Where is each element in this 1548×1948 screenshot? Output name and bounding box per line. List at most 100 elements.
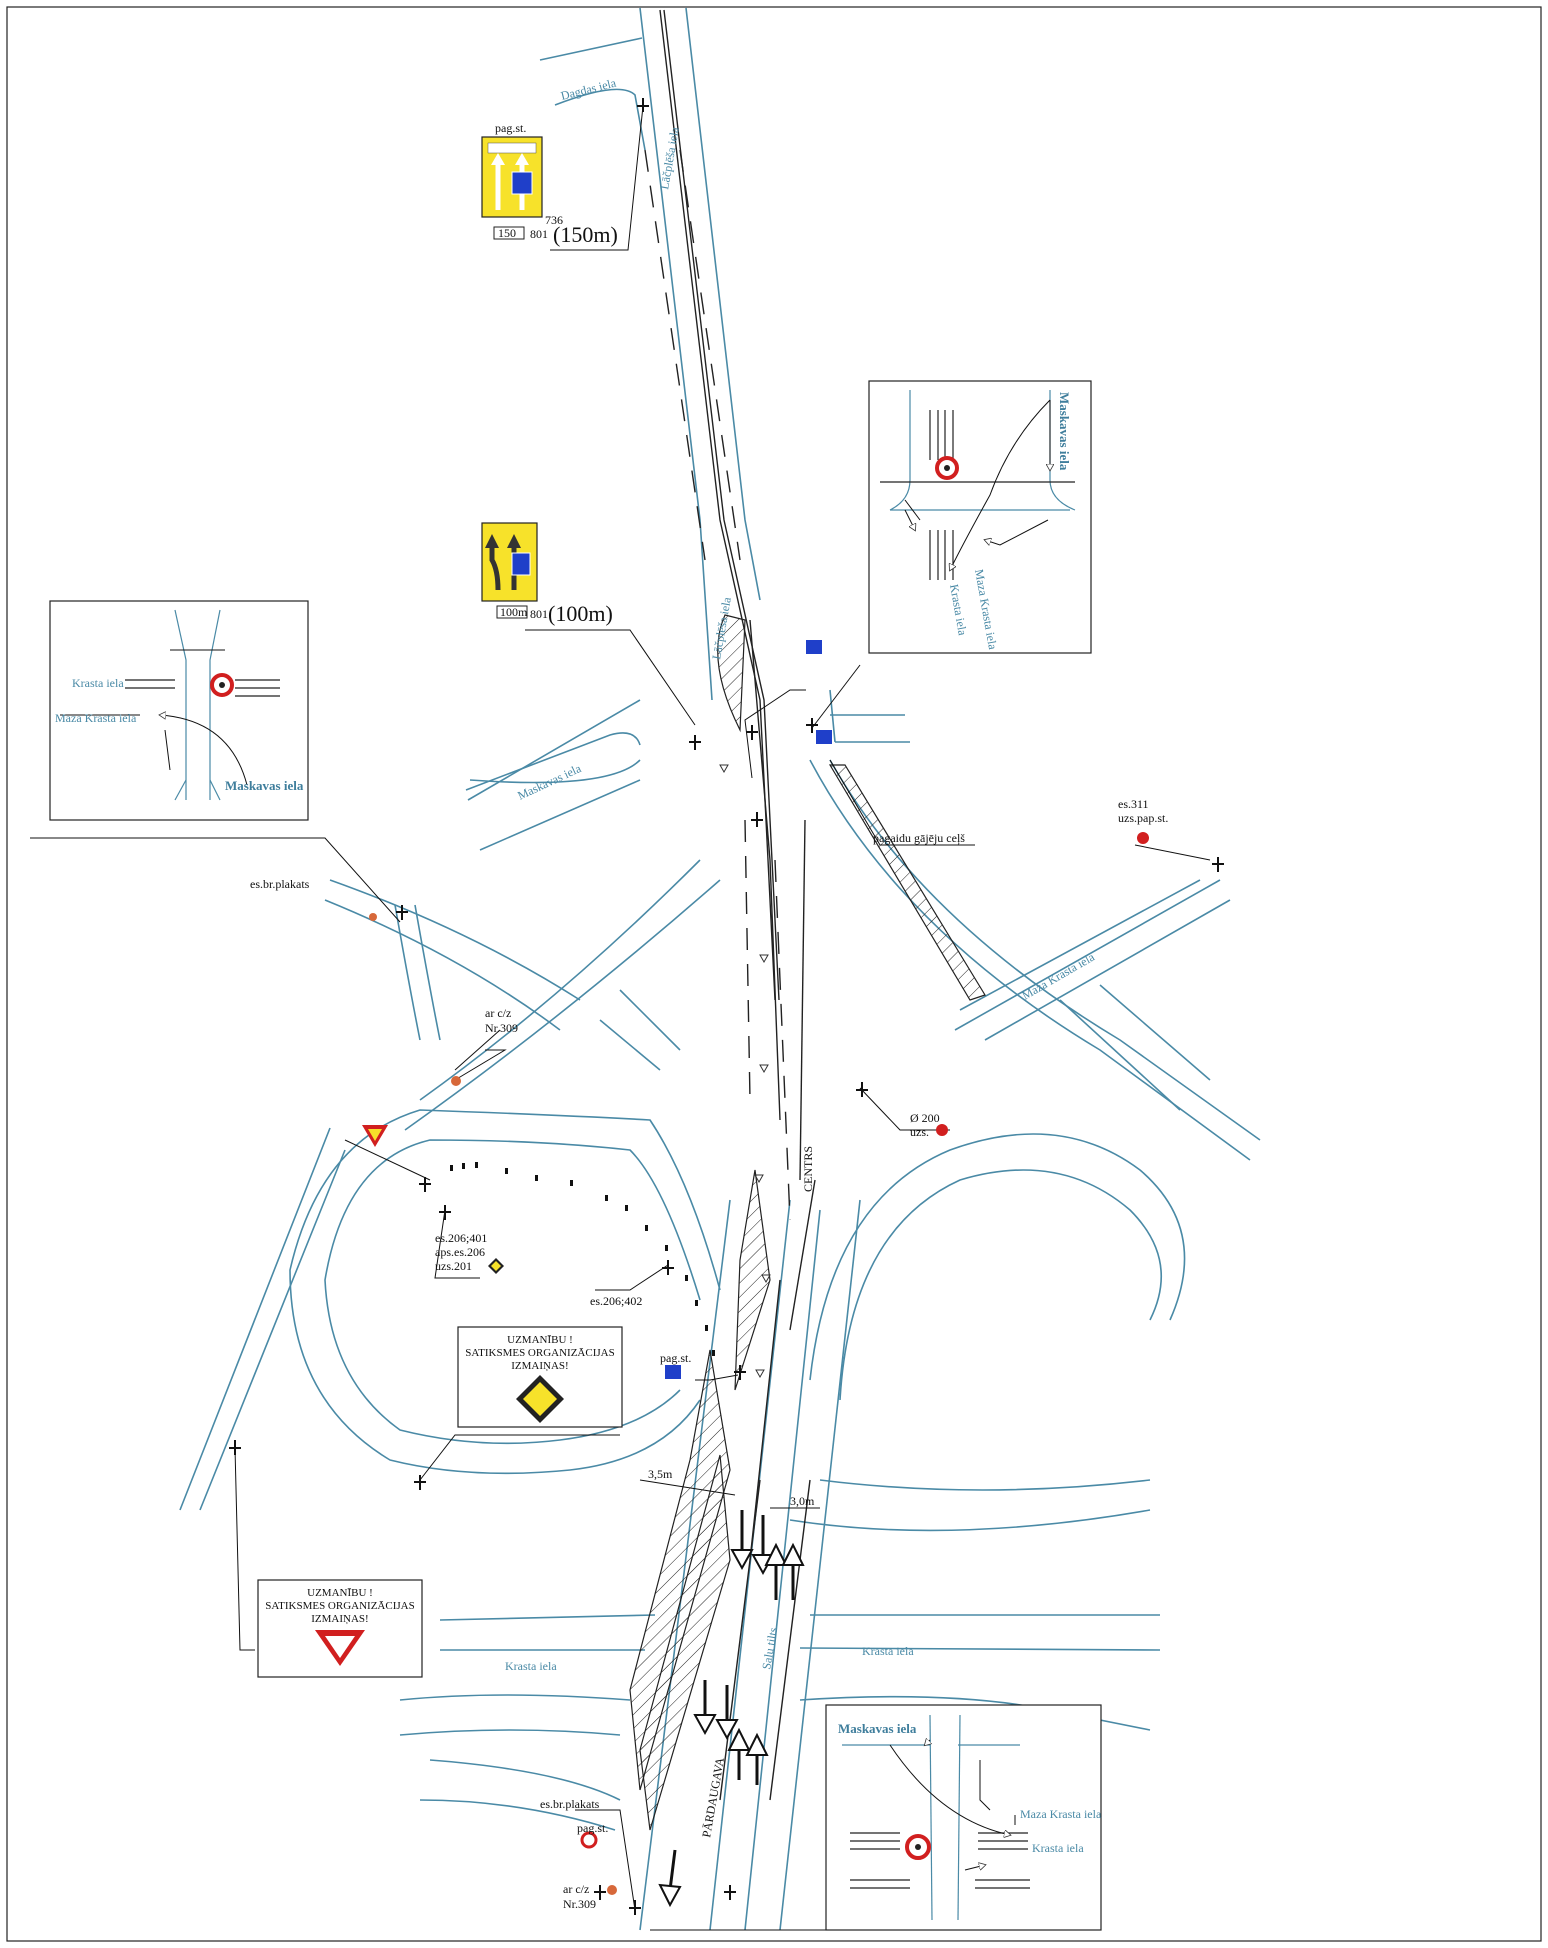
label-salu-tilts: Salu tilts xyxy=(759,1626,780,1670)
note-pagst-top: pag.st. xyxy=(495,121,526,135)
leader-lines xyxy=(30,105,1211,1931)
post-13 xyxy=(229,1440,241,1455)
yield-markings xyxy=(719,764,771,1379)
note-es206-402: es.206;402 xyxy=(590,1294,642,1308)
warning1-line2: SATIKSMES ORGANIZĀCIJAS xyxy=(465,1347,614,1359)
post-marker-orange-2 xyxy=(451,1076,461,1086)
arrow-down-5 xyxy=(658,1849,682,1908)
post-12 xyxy=(414,1475,426,1490)
warning2-line2: SATIKSMES ORGANIZĀCIJAS xyxy=(265,1600,414,1612)
note-ar-cz-bottom-2: Nr.309 xyxy=(563,1897,596,1911)
plate-150 xyxy=(493,226,525,240)
post-marker-orange xyxy=(369,913,377,921)
road-network xyxy=(179,7,1261,1931)
note-pagst-mid: pag.st. xyxy=(660,1351,691,1365)
post-5 xyxy=(1212,857,1224,872)
post-9 xyxy=(439,1205,451,1220)
note-pagaidu: pagaidu gājēju ceļš xyxy=(873,831,965,845)
pedestrian-crossing-sign xyxy=(665,1365,681,1379)
label-krasta-right: Krasta iela xyxy=(862,1644,914,1658)
post-7 xyxy=(856,1082,868,1097)
note-uzs: uzs. xyxy=(910,1125,929,1139)
arrow-up-4 xyxy=(745,1732,769,1785)
lane-markings xyxy=(644,9,816,1801)
note-dim-30: 3,0m xyxy=(790,1494,815,1508)
note-100m: (100m) xyxy=(548,601,613,626)
note-801a: 801 xyxy=(530,227,548,241)
lane-arrows xyxy=(658,764,805,1908)
inset-left-krasta: Krasta iela xyxy=(72,676,124,690)
post-10 xyxy=(662,1260,674,1275)
note-736: 736 xyxy=(545,213,563,227)
arrow-down-4 xyxy=(715,1685,739,1741)
page-frame xyxy=(6,6,1542,1942)
note-es-br-plakats-left: es.br.plakats xyxy=(250,877,310,891)
inset-tr-no-overtake-sign xyxy=(935,456,959,480)
note-100-plate: 100m xyxy=(500,605,528,619)
label-pardaugava: PĀRDAUGAVA xyxy=(699,1756,727,1838)
inset-br-krasta: Krasta iela xyxy=(1032,1841,1084,1855)
inset-left-maskavas: Maskavas iela xyxy=(225,778,304,793)
note-o200: Ø 200 xyxy=(910,1111,940,1125)
post-6 xyxy=(396,905,408,920)
inset-left-no-pedestrian-sign xyxy=(210,673,234,697)
note-801b: 801 xyxy=(530,607,548,621)
note-ar-cz-left-1: ar c/z xyxy=(485,1006,511,1020)
inset-left-maza-krasta: Maza Krasta iela xyxy=(55,711,137,725)
blue-sign-1 xyxy=(806,640,822,654)
dotted-markers xyxy=(450,1162,715,1356)
inset-br-maskavas: Maskavas iela xyxy=(838,1721,917,1736)
label-lacplesa-top: Lāčplēša iela xyxy=(657,125,682,190)
arrow-down-3 xyxy=(693,1680,717,1736)
note-es311: es.311 xyxy=(1118,797,1149,811)
post-16 xyxy=(594,1885,606,1900)
note-es206-401: es.206;401 xyxy=(435,1231,487,1245)
warning2-line1: UZMANĪBU ! xyxy=(307,1587,373,1599)
note-150-plate: 150 xyxy=(498,226,516,240)
yield-sign-small xyxy=(362,1125,388,1147)
warning1-line1: UZMANĪBU ! xyxy=(507,1334,573,1346)
post-2 xyxy=(746,725,758,740)
lane-direction-sign-150m xyxy=(481,136,543,218)
arrow-up-3 xyxy=(727,1727,751,1780)
inset-tr-maskavas: Maskavas iela xyxy=(1057,392,1072,471)
note-dim-35: 3,5m xyxy=(648,1467,673,1481)
label-dagdas: Dagdas iela xyxy=(559,76,618,103)
arrow-up-1 xyxy=(764,1542,788,1600)
note-uzs201: uzs.201 xyxy=(435,1259,472,1273)
plate-100m xyxy=(496,605,528,619)
note-pagst-bottom: pag.st. xyxy=(577,1821,608,1835)
no-entry-sign-small xyxy=(1137,832,1149,844)
inset-top-right: Maskavas iela Krasta iela Maza Krasta ie… xyxy=(868,380,1092,654)
inset-br-maza-krasta: Maza Krasta iela xyxy=(1020,1807,1102,1821)
inset-bottom-right: Maskavas iela Maza Krasta iela Krasta ie… xyxy=(825,1704,1102,1931)
post-11 xyxy=(734,1365,746,1380)
arrow-down-1 xyxy=(730,1510,754,1571)
note-ar-cz-left-2: Nr.309 xyxy=(485,1021,518,1035)
arrow-up-2 xyxy=(781,1542,805,1600)
post-4 xyxy=(751,812,763,827)
post-1 xyxy=(689,735,701,750)
priority-road-sign-small xyxy=(488,1258,504,1274)
post-14 xyxy=(629,1900,641,1915)
post-3 xyxy=(806,718,818,733)
note-es-br-plakats-bottom: es.br.plakats xyxy=(540,1797,600,1811)
post-15 xyxy=(724,1885,736,1900)
post-dagdas xyxy=(637,98,649,112)
inset-br-no-pedestrian-sign xyxy=(905,1834,931,1860)
note-ar-cz-bottom-1: ar c/z xyxy=(563,1882,589,1896)
lane-direction-sign-100m xyxy=(481,522,538,602)
note-uzs-pap-st: uzs.pap.st. xyxy=(1118,811,1168,825)
post-marker-orange-3 xyxy=(607,1885,617,1895)
warning-board-priority: UZMANĪBU ! SATIKSMES ORGANIZĀCIJAS IZMAI… xyxy=(457,1326,623,1428)
warning1-line3: IZMAIŅAS! xyxy=(511,1360,568,1372)
post-8 xyxy=(419,1177,431,1192)
blue-sign-2 xyxy=(816,730,832,744)
prohibitory-sign-small xyxy=(936,1124,948,1136)
note-150m: (150m) xyxy=(553,222,618,247)
label-krasta-left: Krasta iela xyxy=(505,1659,557,1673)
hatched-areas xyxy=(629,614,986,1831)
no-pedestrians-sign-small xyxy=(580,1831,598,1849)
inset-left: Krasta iela Maza Krasta iela Maskavas ie… xyxy=(49,600,309,821)
